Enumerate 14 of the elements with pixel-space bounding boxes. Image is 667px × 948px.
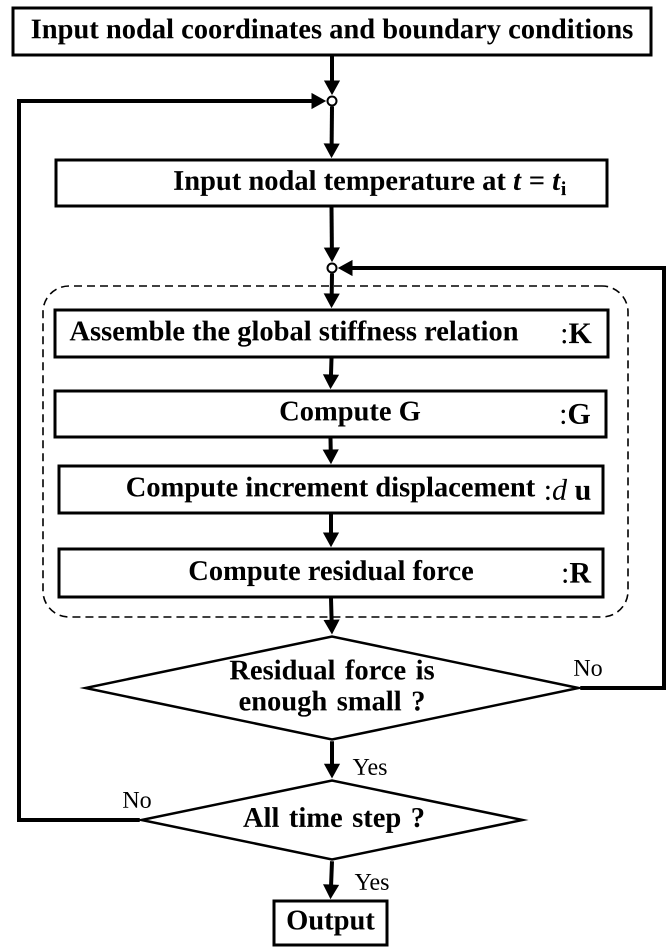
process-box: Compute increment displacement :d u	[58, 464, 604, 514]
junction-circle	[326, 262, 338, 274]
process-box: Compute G :G	[54, 390, 608, 438]
edge-label: No	[574, 660, 602, 676]
edge-label: No	[123, 792, 151, 808]
edge-label: Yes	[352, 759, 387, 775]
process-box: Input nodal coordinates and boundary conditions	[12, 6, 652, 56]
process-box: Assemble the global stiffness relation :K	[54, 308, 610, 358]
process-box: Compute residual force :R	[58, 548, 604, 598]
junction-circle	[326, 96, 338, 106]
process-box: Output	[272, 900, 388, 946]
edge-label: Yes	[354, 874, 389, 890]
process-box: Input nodal temperature at t = t$_{i}$	[54, 158, 608, 208]
dashed-group-outline	[42, 285, 629, 618]
